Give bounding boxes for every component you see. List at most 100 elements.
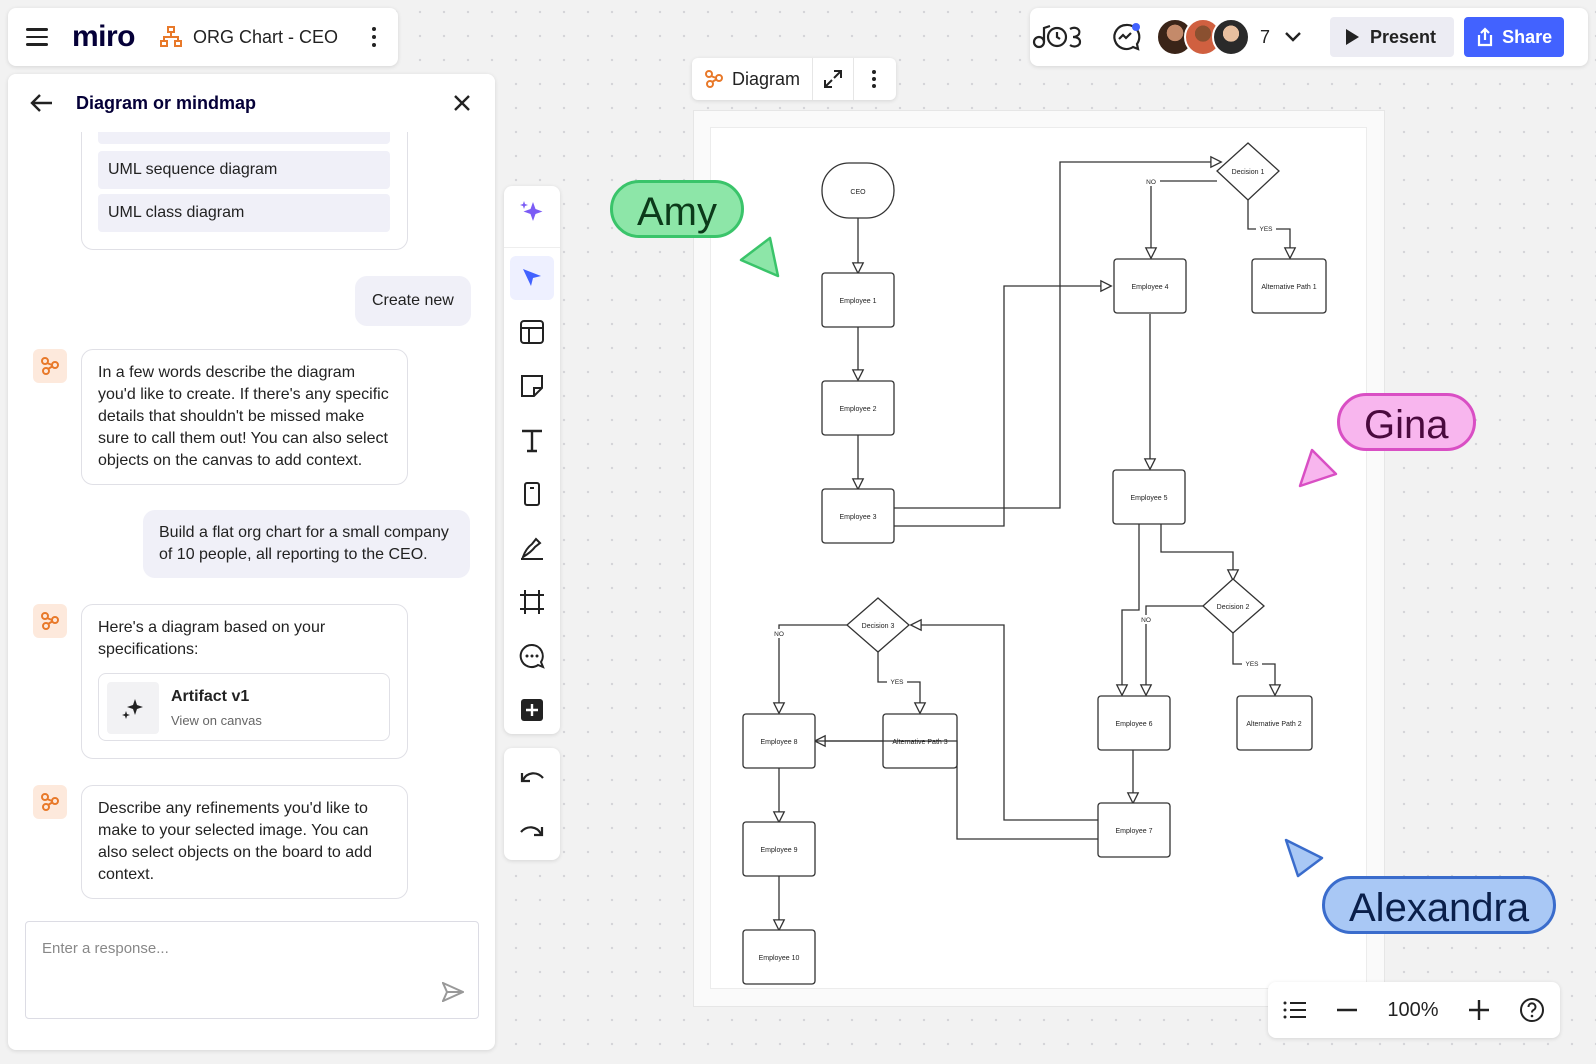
- diagram-option-uml-class[interactable]: UML class diagram: [98, 194, 390, 232]
- node-decision-2[interactable]: [1202, 578, 1265, 634]
- node-employee-8[interactable]: [742, 713, 816, 769]
- edge-label-no: NO: [774, 631, 784, 638]
- collaborator-avatars[interactable]: [1156, 18, 1250, 56]
- present-label: Present: [1370, 26, 1437, 47]
- text-icon: [522, 429, 542, 453]
- node-alternative-path-2[interactable]: [1236, 695, 1313, 751]
- zoom-level[interactable]: 100%: [1387, 998, 1439, 1021]
- edge-label-yes: YES: [890, 679, 904, 686]
- share-button[interactable]: Share: [1464, 17, 1565, 57]
- undo-redo-toolbar: [504, 748, 560, 860]
- node-employee-9[interactable]: [742, 821, 816, 877]
- node-label: Alternative Path 3: [892, 739, 947, 746]
- node-employee-1[interactable]: [821, 272, 895, 328]
- close-icon[interactable]: [453, 94, 471, 112]
- avatar[interactable]: [1212, 18, 1250, 56]
- more-apps-tool[interactable]: [510, 688, 554, 732]
- node-employee-7[interactable]: [1097, 802, 1171, 858]
- board-options-icon[interactable]: [372, 27, 376, 47]
- diagram-option-uml-sequence[interactable]: UML sequence diagram: [98, 151, 390, 189]
- comment-tool[interactable]: [510, 634, 554, 678]
- org-chart-icon: [160, 26, 183, 47]
- expand-icon[interactable]: [823, 69, 843, 89]
- select-tool[interactable]: [510, 256, 554, 300]
- response-input[interactable]: Enter a response...: [25, 921, 479, 1019]
- node-label: Alternative Path 2: [1246, 721, 1301, 728]
- creation-toolbar: [504, 186, 560, 734]
- sticky-note-tool[interactable]: [510, 364, 554, 408]
- node-employee-6[interactable]: [1097, 695, 1171, 751]
- share-icon: [1477, 27, 1493, 47]
- zoom-in-icon[interactable]: [1468, 999, 1490, 1021]
- device-frame-tool[interactable]: [510, 472, 554, 516]
- comment-icon: [519, 643, 545, 669]
- bot-message-artifact: Here's a diagram based on your specifica…: [81, 604, 408, 759]
- chevron-down-icon[interactable]: [1284, 31, 1302, 43]
- node-employee-5[interactable]: [1112, 469, 1186, 525]
- cursor-arrow-icon: [523, 269, 541, 286]
- edge-label-no: NO: [1146, 179, 1156, 186]
- reactions-timer-icon[interactable]: [1030, 20, 1086, 54]
- node-label: Employee 10: [759, 955, 800, 962]
- diagram-options-icon[interactable]: [872, 70, 877, 88]
- ai-diagram-icon: [33, 785, 67, 819]
- panel-header: Diagram or mindmap: [8, 74, 495, 132]
- ai-diagram-icon: [33, 604, 67, 638]
- redo-button[interactable]: [510, 810, 554, 854]
- back-arrow-icon[interactable]: [30, 93, 54, 113]
- artifact-card[interactable]: Artifact v1 View on canvas: [98, 673, 390, 741]
- node-alternative-path-1[interactable]: [1251, 258, 1327, 314]
- zoom-out-icon[interactable]: [1336, 1008, 1358, 1012]
- node-decision-1[interactable]: [1216, 142, 1280, 201]
- input-placeholder: Enter a response...: [42, 940, 169, 957]
- undo-icon: [520, 772, 544, 783]
- hamburger-menu-icon[interactable]: [26, 28, 48, 46]
- undo-button[interactable]: [510, 756, 554, 800]
- node-label: Decision 2: [1217, 604, 1250, 611]
- node-label: Employee 8: [761, 739, 798, 746]
- collaborator-count: 7: [1260, 26, 1271, 47]
- artifact-subtitle[interactable]: View on canvas: [171, 713, 262, 728]
- node-label: Employee 3: [840, 514, 877, 521]
- ai-diagram-icon: [33, 349, 67, 383]
- frame-icon: [520, 590, 544, 614]
- sparkle-icon: [520, 201, 543, 221]
- bot-message: Describe any refinements you'd like to m…: [81, 785, 408, 899]
- node-label: Employee 4: [1132, 284, 1169, 291]
- redo-icon: [520, 826, 544, 837]
- cursor-label-amy: Amy: [610, 180, 744, 238]
- miro-logo[interactable]: miro: [72, 20, 136, 53]
- panel-title: Diagram or mindmap: [76, 92, 257, 113]
- node-employee-2[interactable]: [821, 380, 895, 436]
- edge-label-yes: YES: [1245, 661, 1259, 668]
- node-decision-3[interactable]: [846, 597, 910, 653]
- user-message: Build a flat org chart for a small compa…: [143, 510, 470, 578]
- send-icon[interactable]: [442, 982, 464, 1002]
- activity-chat-icon[interactable]: [1110, 21, 1142, 53]
- zoom-controls: 100%: [1268, 982, 1560, 1038]
- text-tool[interactable]: [510, 418, 554, 462]
- list-icon[interactable]: [1283, 1000, 1307, 1020]
- node-employee-4[interactable]: [1113, 258, 1187, 314]
- plus-square-icon: [521, 699, 543, 721]
- edge-label-no: NO: [1141, 617, 1151, 624]
- node-ceo[interactable]: [821, 162, 895, 219]
- diagram-label[interactable]: Diagram: [732, 68, 801, 89]
- node-label: Employee 1: [840, 298, 877, 305]
- ai-sparkle-tool[interactable]: [510, 190, 554, 234]
- node-label: Decision 1: [1232, 169, 1265, 176]
- node-employee-3[interactable]: [821, 488, 895, 544]
- pen-tool[interactable]: [510, 526, 554, 570]
- bot-message: In a few words describe the diagram you'…: [81, 349, 408, 485]
- templates-tool[interactable]: [510, 310, 554, 354]
- diagram-icon: [705, 70, 723, 88]
- edge-label-yes: YES: [1259, 226, 1273, 233]
- share-label: Share: [1502, 26, 1553, 47]
- node-employee-10[interactable]: [742, 929, 816, 985]
- board-title[interactable]: ORG Chart - CEO: [193, 26, 339, 47]
- bot-message-text: Here's a diagram based on your specifica…: [98, 619, 326, 658]
- frame-tool[interactable]: [510, 580, 554, 624]
- help-icon[interactable]: [1519, 997, 1545, 1023]
- present-button[interactable]: Present: [1330, 17, 1455, 57]
